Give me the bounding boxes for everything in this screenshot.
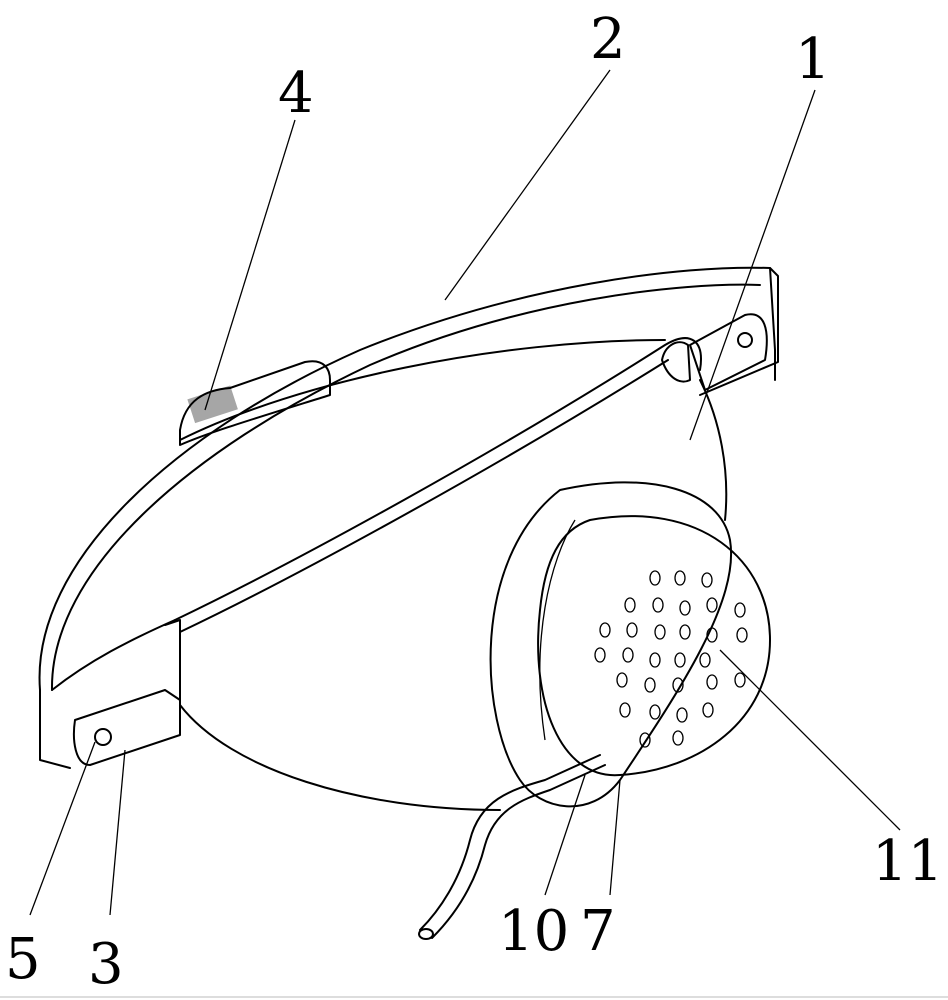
filter-hole	[650, 705, 660, 719]
label-2: 2	[590, 7, 626, 72]
filter-hole	[650, 653, 660, 667]
filter-hole	[673, 731, 683, 745]
filter-hole	[617, 673, 627, 687]
label-5: 5	[5, 927, 41, 992]
filter-hole	[653, 598, 663, 612]
filter-hole	[595, 648, 605, 662]
filter-hole	[677, 708, 687, 722]
filter-hole	[650, 571, 660, 585]
filter-hole	[655, 625, 665, 639]
label-10: 10	[498, 899, 569, 964]
filter-hole	[737, 628, 747, 642]
buckle-right	[662, 314, 767, 390]
filter-hole	[680, 625, 690, 639]
filter-hole	[675, 571, 685, 585]
filter-hole	[640, 733, 650, 747]
filter-hole	[702, 573, 712, 587]
filter-hole	[675, 653, 685, 667]
filter-hole	[680, 601, 690, 615]
filter-hole	[707, 675, 717, 689]
label-3: 3	[88, 932, 124, 997]
filter-hole	[645, 678, 655, 692]
filter-hole	[627, 623, 637, 637]
pad	[180, 361, 330, 445]
filter-hole	[620, 703, 630, 717]
filter-hole	[600, 623, 610, 637]
filter-hole	[625, 598, 635, 612]
filter-hole	[623, 648, 633, 662]
label-4: 4	[278, 61, 314, 126]
filter-hole	[700, 653, 710, 667]
filter-hole	[703, 703, 713, 717]
label-1: 1	[795, 27, 831, 92]
leader-lines	[30, 70, 900, 915]
mask-body	[175, 338, 726, 810]
label-7: 7	[580, 899, 616, 964]
label-11: 11	[872, 829, 943, 894]
filter-hole	[707, 598, 717, 612]
filter-housing	[491, 482, 770, 806]
filter-hole	[735, 603, 745, 617]
filter-hole	[735, 673, 745, 687]
